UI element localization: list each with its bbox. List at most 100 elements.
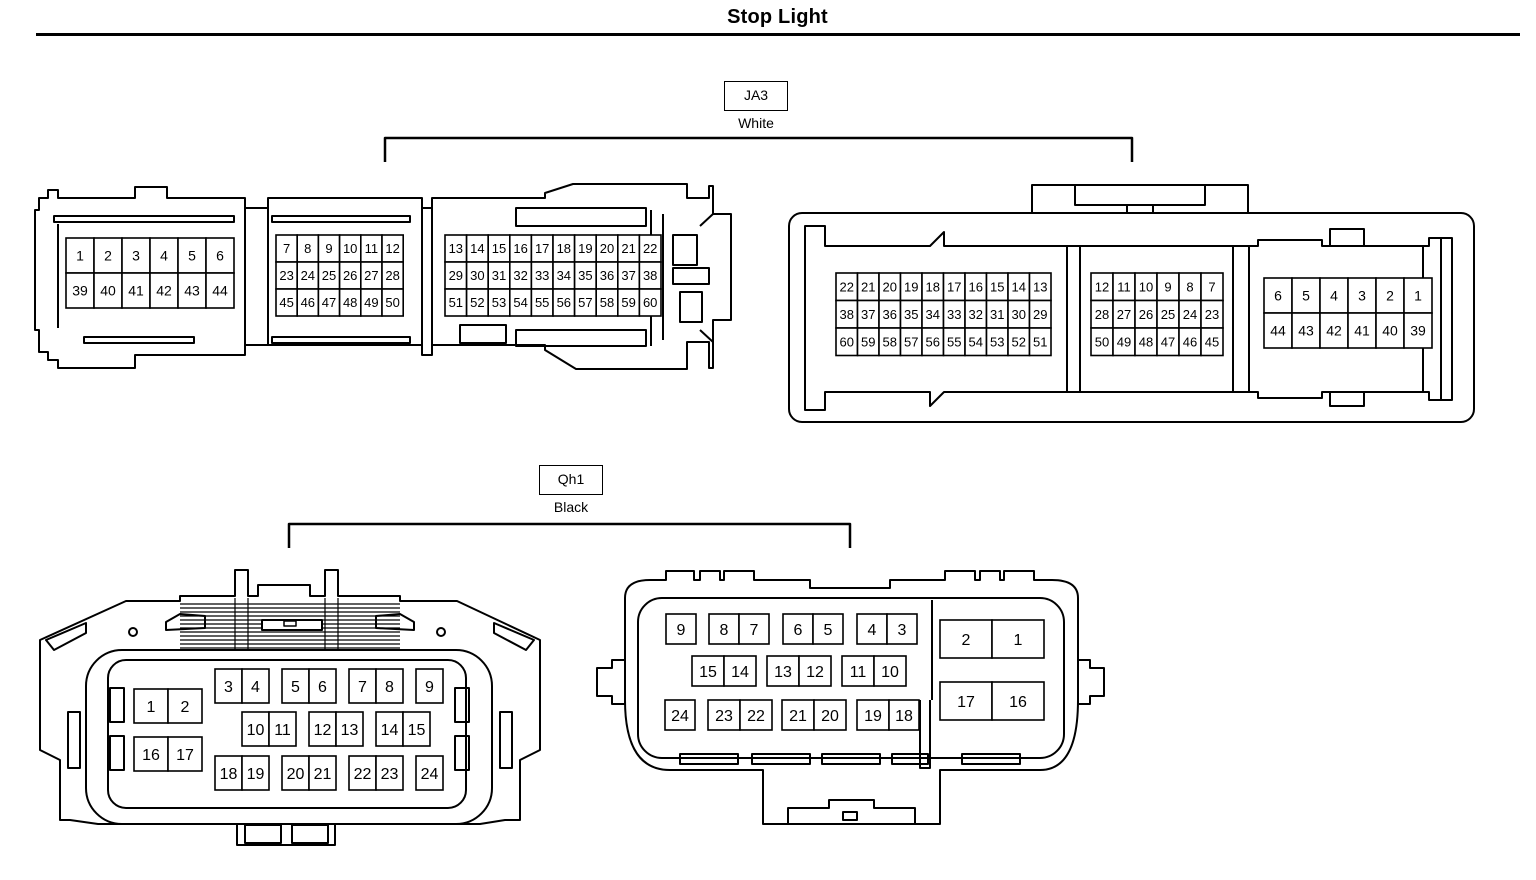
svg-text:7: 7 — [283, 241, 290, 256]
svg-text:53: 53 — [990, 334, 1004, 349]
pin-cell: 20 — [813, 699, 847, 731]
pin-cell: 41 — [1347, 312, 1377, 349]
qh1-right-housing — [596, 570, 1105, 825]
svg-text:52: 52 — [470, 295, 484, 310]
pin-cell: 19 — [241, 755, 270, 791]
pin-cell: 24 — [1178, 299, 1202, 329]
svg-text:15: 15 — [699, 664, 717, 681]
svg-text:16: 16 — [513, 241, 527, 256]
svg-text:35: 35 — [904, 307, 918, 322]
pin-cell: 13 — [444, 234, 468, 263]
pin-cell: 13 — [766, 655, 800, 687]
pin-cell: 6 — [205, 237, 235, 274]
pin-cell: 20 — [281, 755, 310, 791]
pin-cell: 22 — [348, 755, 377, 791]
pin-cell: 11 — [841, 655, 875, 687]
pin-cell: 12 — [381, 234, 405, 263]
pin-cell: 1 — [991, 619, 1045, 659]
pin-cell: 26 — [1134, 299, 1158, 329]
svg-text:51: 51 — [449, 295, 463, 310]
svg-text:42: 42 — [156, 283, 172, 299]
pin-cell: 17 — [939, 681, 993, 721]
pin-cell: 43 — [1291, 312, 1321, 349]
pin-cell: 15 — [985, 272, 1009, 302]
pin-cell: 52 — [465, 288, 490, 317]
svg-text:39: 39 — [72, 283, 88, 299]
pin-cell: 1 — [1403, 277, 1433, 314]
svg-text:56: 56 — [557, 295, 571, 310]
svg-text:35: 35 — [578, 268, 592, 283]
svg-text:20: 20 — [600, 241, 614, 256]
pin-cell: 44 — [205, 272, 235, 309]
pin-cell: 55 — [530, 288, 554, 317]
svg-text:21: 21 — [314, 766, 332, 783]
svg-text:17: 17 — [176, 747, 194, 764]
svg-text:11: 11 — [365, 241, 379, 256]
pin-cell: 8 — [375, 668, 404, 704]
pin-cell: 12 — [798, 655, 832, 687]
svg-text:34: 34 — [557, 268, 571, 283]
svg-text:27: 27 — [1117, 307, 1131, 322]
svg-text:29: 29 — [449, 268, 463, 283]
pin-cell: 18 — [921, 272, 945, 302]
pin-cell: 22 — [739, 699, 773, 731]
svg-text:21: 21 — [789, 708, 807, 725]
svg-text:9: 9 — [677, 622, 686, 639]
pin-cell: 1 — [133, 688, 169, 724]
pin-cell: 29 — [1028, 299, 1052, 329]
pin-cell: 11 — [359, 234, 383, 263]
pin-cell: 2 — [93, 237, 123, 274]
svg-text:55: 55 — [947, 334, 961, 349]
pin-cell: 33 — [530, 261, 554, 290]
svg-text:22: 22 — [840, 279, 854, 294]
svg-text:25: 25 — [322, 268, 336, 283]
svg-text:51: 51 — [1033, 334, 1047, 349]
svg-text:20: 20 — [883, 279, 897, 294]
pin-cell: 4 — [1319, 277, 1349, 314]
pin-cell: 54 — [964, 327, 988, 357]
svg-text:54: 54 — [969, 334, 983, 349]
pin-cell: 48 — [1134, 327, 1158, 357]
pin-cell: 18 — [214, 755, 243, 791]
svg-text:54: 54 — [513, 295, 527, 310]
svg-text:19: 19 — [578, 241, 592, 256]
svg-text:19: 19 — [247, 766, 265, 783]
pin-cell: 17 — [530, 234, 554, 263]
svg-text:24: 24 — [1183, 307, 1197, 322]
svg-text:6: 6 — [1274, 288, 1282, 304]
svg-text:48: 48 — [1139, 334, 1153, 349]
pin-cell: 31 — [487, 261, 511, 290]
svg-text:19: 19 — [864, 708, 882, 725]
svg-text:10: 10 — [881, 664, 899, 681]
pin-cell: 16 — [991, 681, 1045, 721]
pin-cell: 34 — [552, 261, 576, 290]
pin-cell: 21 — [616, 234, 641, 263]
svg-text:17: 17 — [535, 241, 549, 256]
qh1-left-latch-ribs — [180, 598, 400, 650]
pin-cell: 51 — [1028, 327, 1052, 357]
svg-text:41: 41 — [1354, 323, 1370, 339]
pin-cell: 11 — [268, 711, 297, 747]
pin-cell: 7 — [275, 234, 299, 263]
pin-cell: 6 — [1263, 277, 1293, 314]
svg-text:47: 47 — [1161, 334, 1175, 349]
pin-cell: 59 — [856, 327, 880, 357]
pin-cell: 12 — [1090, 272, 1114, 302]
ja3-right-housing — [788, 184, 1475, 423]
svg-text:2: 2 — [104, 248, 112, 264]
pin-cell: 39 — [65, 272, 95, 309]
svg-text:8: 8 — [385, 679, 394, 696]
pin-cell: 22 — [835, 272, 859, 302]
svg-text:44: 44 — [1270, 323, 1286, 339]
svg-text:48: 48 — [343, 295, 357, 310]
pin-cell: 58 — [878, 327, 902, 357]
svg-text:1: 1 — [147, 699, 156, 716]
pin-cell: 16 — [964, 272, 988, 302]
pin-cell: 16 — [508, 234, 533, 263]
svg-text:22: 22 — [747, 708, 765, 725]
pin-cell: 38 — [835, 299, 859, 329]
svg-text:16: 16 — [1009, 694, 1027, 711]
svg-text:18: 18 — [926, 279, 940, 294]
svg-text:12: 12 — [385, 241, 399, 256]
